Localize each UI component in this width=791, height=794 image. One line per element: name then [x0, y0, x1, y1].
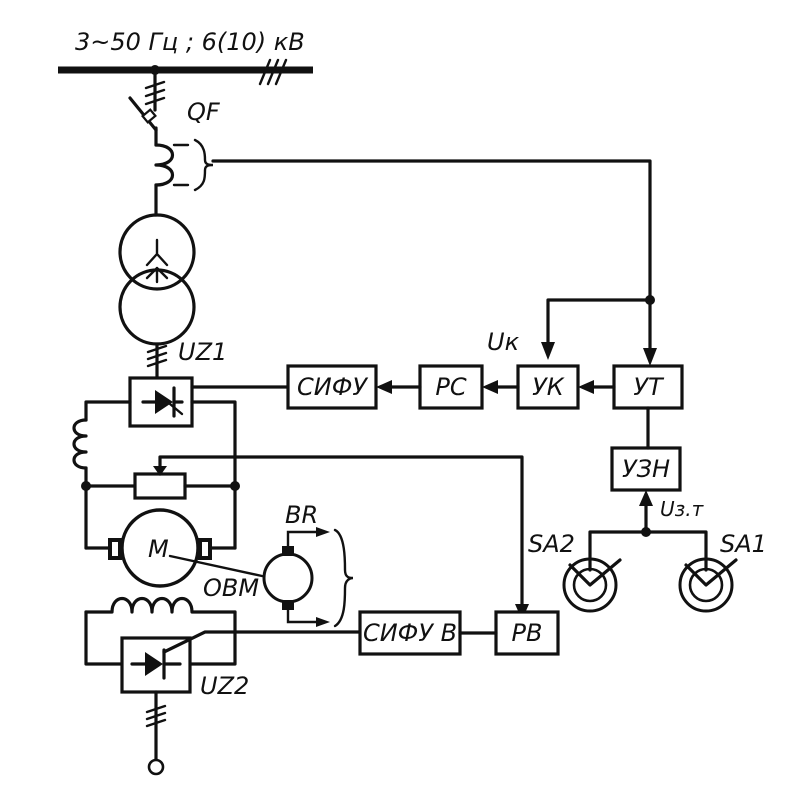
power-transformer	[118, 213, 196, 346]
field-winding-ovm	[84, 596, 237, 614]
block-sifu-v: СИФУ В	[358, 610, 462, 656]
arrow-to-rs	[482, 380, 498, 394]
svg-text:СИФУ: СИФУ	[297, 373, 368, 401]
svg-text:РВ: РВ	[512, 619, 543, 647]
uz2-three-phase-mark	[145, 704, 167, 728]
setpoint-signal-label: Uз.т	[660, 497, 705, 521]
shunt-to-rv-wire	[158, 455, 524, 614]
ct-feedback-wire	[211, 159, 652, 357]
field-right-wire	[188, 610, 237, 666]
motor-shaft-coupling	[168, 554, 264, 578]
block-uk: УК	[516, 364, 580, 410]
uz2-label: UZ2	[200, 672, 249, 700]
svg-text:УТ: УТ	[633, 373, 665, 401]
svg-text:УК: УК	[532, 373, 565, 401]
tachogenerator-br	[262, 552, 314, 604]
ct-brace	[193, 138, 214, 192]
arrow-to-sifu	[376, 380, 392, 394]
switch-sa1	[678, 557, 738, 613]
svg-text:РС: РС	[435, 373, 466, 401]
thyristor-uz1-icon	[141, 386, 184, 418]
block-uzn: УЗН	[610, 446, 682, 492]
switch-sa2-label: SA2	[528, 530, 575, 558]
uz1-label: UZ1	[178, 338, 227, 366]
tacho-output-bottom	[286, 608, 320, 624]
block-ut: УТ	[612, 364, 684, 410]
switch-sa2	[562, 557, 622, 613]
shunt-wiper-arrow	[153, 466, 167, 476]
svg-text:СИФУ В: СИФУ В	[363, 619, 457, 647]
thyristor-uz2-icon	[130, 648, 182, 680]
bus-three-phase-mark	[258, 58, 288, 86]
arrow-to-ut	[643, 348, 657, 366]
uz1-three-phase-mark	[146, 344, 168, 368]
block-sifu: СИФУ	[286, 364, 378, 410]
tacho-output-top	[286, 530, 320, 548]
arrow-to-uzn	[639, 490, 653, 506]
motor-label: M	[148, 535, 169, 563]
tacho-brush-bottom	[282, 600, 294, 610]
sifuv-to-uz2-wire	[162, 630, 362, 654]
supply-title: 3~50 Гц ; 6(10) кВ	[75, 28, 305, 56]
feedback-to-uk-wire	[546, 298, 652, 352]
svg-text:УЗН: УЗН	[622, 455, 670, 483]
current-transformer-coil	[154, 143, 190, 187]
uz2-supply-terminal	[147, 758, 165, 776]
arrow-to-uk-from-ut	[578, 380, 594, 394]
motor-brush-right	[198, 538, 212, 560]
tacho-brush-top	[282, 546, 294, 556]
arrow-to-uk	[541, 342, 555, 360]
armature-right-wire	[190, 400, 237, 550]
smoothing-reactor	[72, 418, 88, 470]
current-signal-label: Uк	[487, 328, 520, 356]
feeder-three-phase-mark	[144, 80, 166, 106]
uz1-left-wire	[84, 400, 132, 422]
tacho-arrow-top	[316, 527, 330, 537]
breaker-label: QF	[187, 98, 221, 126]
tachogenerator-label: BR	[285, 501, 318, 529]
tacho-brace	[333, 528, 354, 628]
motor-brush-left	[108, 538, 122, 560]
shunt-resistor	[133, 472, 187, 500]
field-left-wire	[84, 610, 124, 666]
tacho-arrow-bottom	[316, 617, 330, 627]
block-rs: РС	[418, 364, 484, 410]
switch-bus-wire	[588, 530, 708, 572]
field-winding-label: ОВМ	[203, 574, 259, 602]
breaker-qf-symbol	[128, 96, 158, 147]
switch-sa1-label: SA1	[720, 530, 767, 558]
block-rv: РВ	[494, 610, 560, 656]
